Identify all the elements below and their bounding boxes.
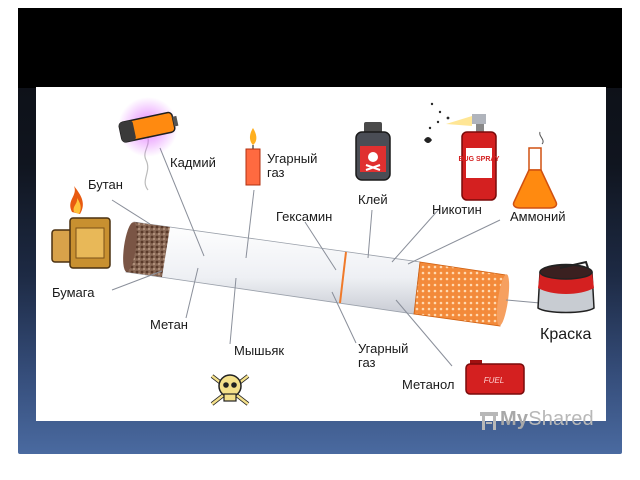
bug-spray-icon: BUG SPRAY — [424, 102, 500, 201]
battery-icon — [118, 97, 179, 157]
lighter-icon — [51, 186, 111, 269]
fuel-can-icon: FUEL — [465, 360, 525, 395]
label-nikotin: Никотин — [432, 202, 482, 217]
leader-lines — [111, 147, 541, 367]
label-kraska: Краска — [540, 326, 592, 343]
label-ugarny-gaz-bottom: Угарный газ — [358, 341, 409, 370]
cigarette-ash — [126, 222, 170, 277]
skull-crossbones-icon — [210, 374, 250, 406]
paint-bucket-icon — [537, 260, 595, 314]
label-ugarny-gaz-top: Угарный газ — [267, 151, 318, 180]
label-geksamin: Гексамин — [276, 209, 333, 224]
glue-bottle-icon — [355, 122, 391, 181]
cigarette-band — [339, 251, 347, 304]
label-bumaga: Бумага — [52, 285, 95, 300]
spray-label-text: BUG SPRAY — [459, 156, 500, 163]
watermark-text: MyShared — [500, 407, 594, 430]
flask-icon — [512, 131, 558, 209]
label-butan: Бутан — [88, 177, 123, 192]
myshared-watermark: MyShared — [500, 407, 594, 431]
label-metanol: Метанол — [402, 377, 455, 392]
candle-icon — [245, 128, 261, 186]
cigarette-filter — [413, 261, 507, 327]
label-kadmiy: Кадмий — [170, 155, 216, 170]
label-ammoniy: Аммоний — [510, 209, 566, 224]
myshared-logo-icon — [480, 412, 498, 430]
label-metan: Метан — [150, 317, 188, 332]
fuel-can-text: FUEL — [484, 376, 504, 385]
title-bar — [18, 8, 622, 88]
label-myshyak: Мышьяк — [234, 343, 285, 358]
label-klei: Клей — [358, 192, 388, 207]
